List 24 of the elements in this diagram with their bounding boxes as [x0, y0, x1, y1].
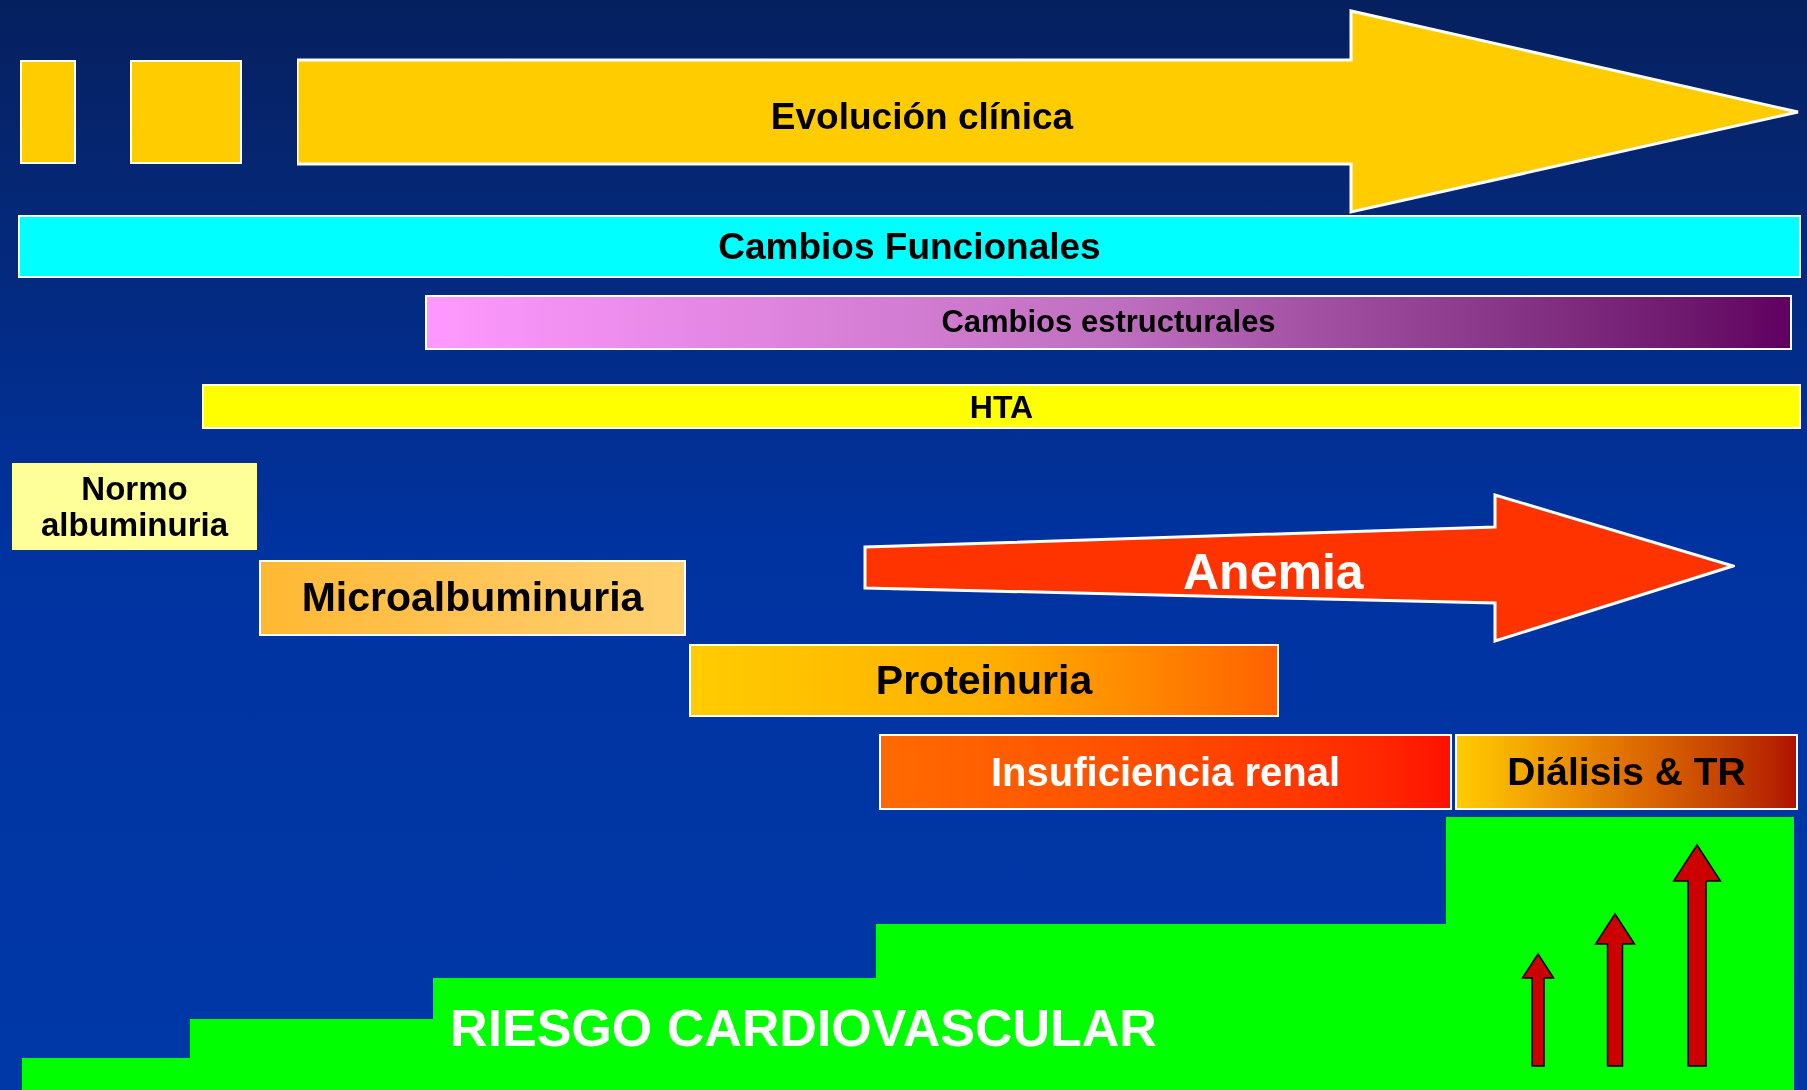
bar-label: Insuficiencia renal — [991, 749, 1340, 796]
bar-label: Proteinuria — [875, 655, 1093, 705]
bar-label: Diálisis & TR — [1507, 748, 1746, 795]
stage-box — [689, 644, 1279, 717]
stage-box — [12, 463, 257, 550]
stage-box — [1455, 734, 1798, 810]
timeline-bar — [202, 384, 1801, 429]
bar-label: Normo albuminuria — [40, 470, 230, 543]
stage-box — [259, 560, 686, 636]
timeline-banner — [297, 9, 1800, 214]
anemia-banner — [863, 493, 1735, 643]
arrow-label: RIESGO CARDIOVASCULAR — [450, 998, 1157, 1059]
risk-staircase — [22, 817, 1794, 1090]
timeline-block — [20, 60, 76, 164]
timeline-block — [130, 60, 242, 164]
arrow-label: Anemia — [1183, 543, 1364, 602]
bar-label: Cambios Funcionales — [718, 224, 1101, 269]
timeline-bar — [18, 215, 1801, 278]
stage-box — [879, 734, 1452, 810]
bar-label: Microalbuminuria — [301, 573, 644, 623]
bar-label: HTA — [969, 387, 1034, 427]
arrow-label: Evolución clínica — [769, 95, 1075, 139]
bar-label: Cambios estructurales — [941, 303, 1276, 342]
timeline-bar — [425, 295, 1792, 350]
